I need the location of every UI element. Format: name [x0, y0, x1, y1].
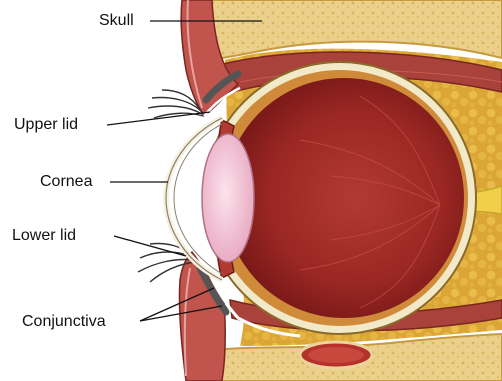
label-cornea: Cornea — [40, 174, 92, 190]
eyeball-interior — [224, 78, 464, 318]
leader-line-upper-lid — [107, 112, 210, 125]
label-lower-lid: Lower lid — [12, 228, 76, 244]
inferior-oblique-muscle — [300, 342, 372, 368]
label-conjunctiva: Conjunctiva — [22, 314, 106, 330]
lens — [202, 134, 254, 262]
label-upper-lid: Upper lid — [14, 117, 78, 133]
label-skull: Skull — [99, 13, 134, 29]
